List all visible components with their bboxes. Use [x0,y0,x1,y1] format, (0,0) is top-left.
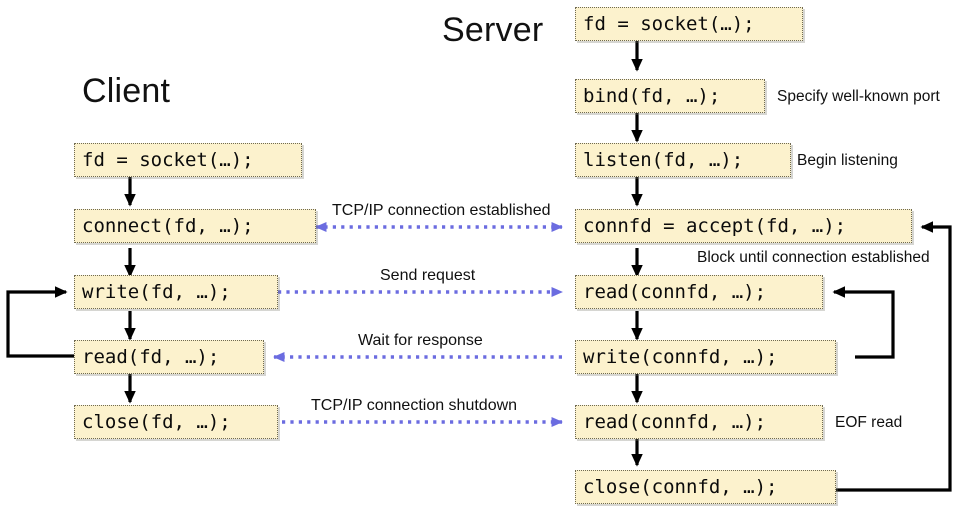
loop-server-close-to-accept [824,221,952,492]
client-step-write[interactable]: write(fd, …); [74,275,278,309]
server-step-close-label: close(connfd, …); [583,475,778,498]
server-step-read-2[interactable]: read(connfd, …); [575,405,823,439]
client-step-socket-label: fd = socket(…); [82,148,254,171]
loop-client-read-to-write [6,286,74,358]
client-step-write-label: write(fd, …); [82,280,231,303]
server-step-read-1[interactable]: read(connfd, …); [575,275,823,309]
server-step-socket[interactable]: fd = socket(…); [575,7,803,41]
note-read-2: EOF read [835,414,903,431]
server-step-listen[interactable]: listen(fd, …); [575,143,791,177]
client-column-title: Client [82,72,171,110]
message-label-shutdown: TCP/IP connection shutdown [311,397,518,414]
server-step-listen-label: listen(fd, …); [583,148,744,171]
client-step-close[interactable]: close(fd, …); [74,405,278,439]
client-step-read-label: read(fd, …); [82,345,220,368]
note-bind: Specify well-known port [777,88,940,105]
message-label-established: TCP/IP connection established [332,202,551,219]
loop-server-write-to-read [832,286,895,359]
server-step-write[interactable]: write(connfd, …); [575,340,836,374]
client-step-close-label: close(fd, …); [82,410,231,433]
client-step-connect-label: connect(fd, …); [82,214,254,237]
server-step-socket-label: fd = socket(…); [583,12,755,35]
message-label-response: Wait for response [358,332,483,349]
server-step-accept[interactable]: connfd = accept(fd, …); [575,209,912,243]
client-step-read[interactable]: read(fd, …); [74,340,264,374]
server-column-title: Server [442,11,544,49]
note-accept: Block until connection established [697,249,930,266]
server-step-read-2-label: read(connfd, …); [583,410,767,433]
server-step-accept-label: connfd = accept(fd, …); [583,214,847,237]
client-step-socket[interactable]: fd = socket(…); [74,143,302,177]
server-step-read-1-label: read(connfd, …); [583,280,767,303]
message-label-request: Send request [380,267,476,284]
server-step-close[interactable]: close(connfd, …); [575,470,836,504]
server-step-bind[interactable]: bind(fd, …); [575,79,765,113]
note-listen: Begin listening [797,152,898,169]
client-step-connect[interactable]: connect(fd, …); [74,209,316,243]
server-step-bind-label: bind(fd, …); [583,84,721,107]
server-step-write-label: write(connfd, …); [583,345,778,368]
